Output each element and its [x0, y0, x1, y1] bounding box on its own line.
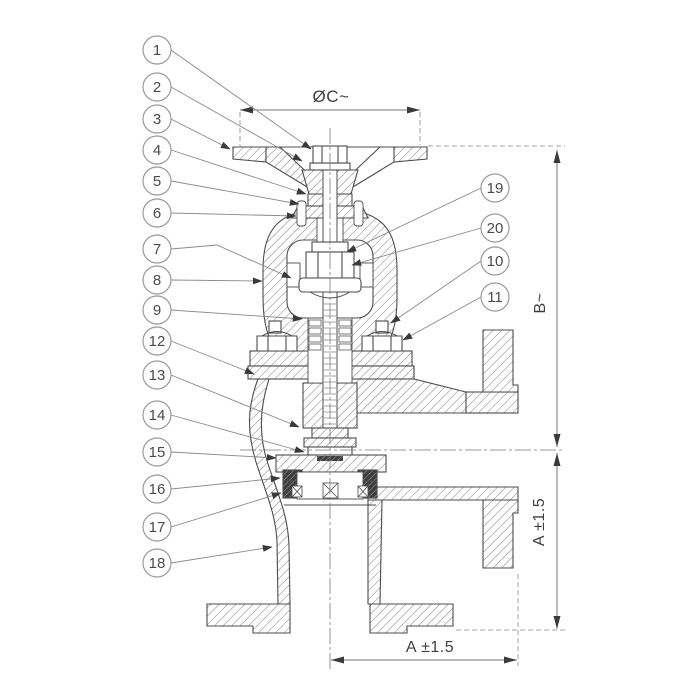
- dimensions: ØC~ B~ A ±1.5 A ±1.5: [240, 87, 561, 664]
- dimension-lines: [240, 109, 558, 661]
- svg-text:17: 17: [149, 519, 166, 536]
- callout-balloons: 1 2 3 4 5 6 7 8 9 12 13 14 15 16 17 18 1…: [142, 35, 510, 578]
- callout-balloon-10: 10: [480, 246, 510, 276]
- gland-bolt-left: [296, 200, 307, 227]
- callout-balloon-19: 19: [480, 173, 510, 203]
- gland-bolt-right: [353, 200, 364, 227]
- outlet-flange-upper: [482, 329, 519, 393]
- outlet-flange-lower: [482, 499, 519, 569]
- dim-label-a-horizontal: A ±1.5: [406, 639, 454, 656]
- svg-text:19: 19: [487, 180, 504, 197]
- cavity-lug-left: [286, 262, 301, 288]
- packing-rings: [308, 319, 352, 351]
- callout-balloon-4: 4: [142, 135, 172, 165]
- callout-balloon-20: 20: [480, 213, 510, 243]
- svg-text:7: 7: [153, 241, 161, 258]
- callout-balloon-9: 9: [142, 295, 172, 325]
- outlet-lower-wall: [367, 486, 519, 501]
- callout-balloon-13: 13: [142, 360, 172, 390]
- callout-balloon-11: 11: [480, 282, 510, 312]
- callout-balloon-17: 17: [142, 512, 172, 542]
- svg-text:1: 1: [153, 42, 161, 59]
- svg-text:4: 4: [153, 142, 161, 159]
- callout-balloon-2: 2: [142, 72, 172, 102]
- outlet-upper-wall: [465, 391, 519, 414]
- dim-label-a-vertical: A ±1.5: [531, 498, 548, 546]
- dim-label-height-b: B~: [532, 292, 549, 313]
- callout-balloon-8: 8: [142, 265, 172, 295]
- svg-text:16: 16: [149, 481, 166, 498]
- callout-balloon-16: 16: [142, 474, 172, 504]
- callout-balloon-6: 6: [142, 198, 172, 228]
- svg-text:9: 9: [153, 302, 161, 319]
- body-right-neck: [367, 499, 383, 605]
- svg-text:18: 18: [149, 555, 166, 572]
- bonnet-bolt-right: [361, 320, 403, 352]
- svg-text:12: 12: [149, 333, 166, 350]
- bonnet-bolt-left: [256, 320, 298, 352]
- dim-label-diameter-c: ØC~: [313, 87, 350, 106]
- svg-text:5: 5: [153, 173, 161, 190]
- handwheel-rim-left: [232, 146, 267, 163]
- callout-balloon-18: 18: [142, 548, 172, 578]
- bottom-flange-right: [369, 603, 454, 634]
- svg-text:10: 10: [487, 253, 504, 270]
- disc-nut-crosses: [291, 482, 369, 499]
- svg-text:13: 13: [149, 367, 166, 384]
- extension-lines: [239, 112, 565, 666]
- svg-text:8: 8: [153, 272, 161, 289]
- leader-lines: [170, 49, 482, 564]
- svg-text:2: 2: [153, 79, 161, 96]
- callout-balloon-3: 3: [142, 104, 172, 134]
- callout-balloon-1: 1: [142, 35, 172, 65]
- callout-balloon-7: 7: [142, 234, 172, 264]
- svg-text:3: 3: [153, 111, 161, 128]
- svg-text:14: 14: [149, 407, 166, 424]
- svg-text:11: 11: [487, 289, 503, 306]
- callout-balloon-14: 14: [142, 400, 172, 430]
- bottom-flange-left: [206, 603, 291, 634]
- centerlines: [240, 128, 565, 670]
- callout-balloon-5: 5: [142, 166, 172, 196]
- callout-balloon-15: 15: [142, 437, 172, 467]
- svg-text:6: 6: [153, 205, 161, 222]
- svg-text:15: 15: [149, 444, 166, 461]
- cavity-lug-right: [359, 262, 374, 288]
- dimension-arrowheads: [240, 106, 561, 664]
- handwheel-rim-right: [393, 146, 428, 163]
- callout-balloon-12: 12: [142, 326, 172, 356]
- svg-text:20: 20: [487, 220, 504, 237]
